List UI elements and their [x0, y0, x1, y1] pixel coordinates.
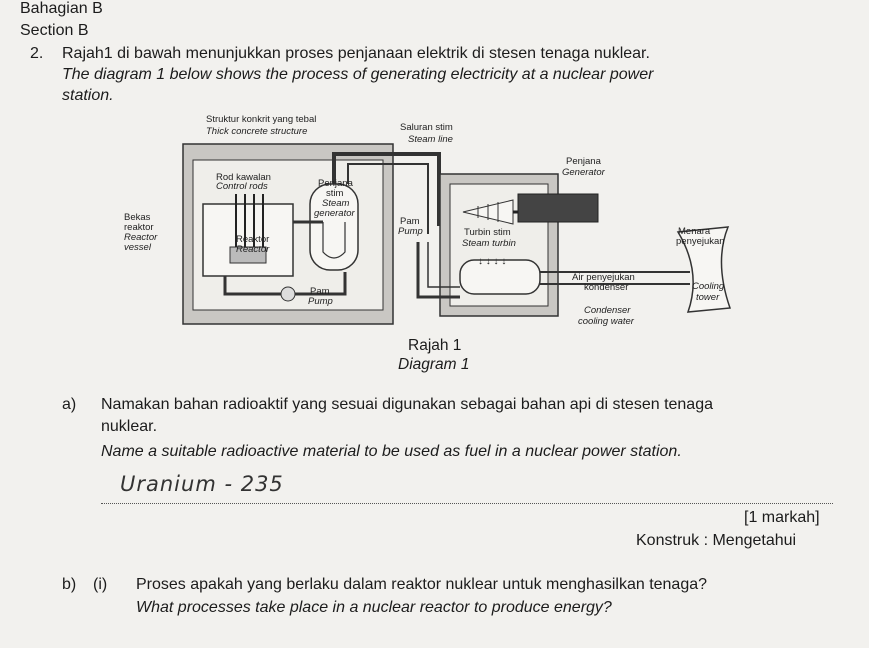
- generator-shape: [517, 193, 599, 223]
- label-sg-ms-1: Penjana: [318, 178, 354, 189]
- label-tower-ms-1: Menara: [678, 226, 711, 237]
- label-pump2-en: Pump: [398, 226, 423, 237]
- label-structure-ms: Struktur konkrit yang tebal: [206, 114, 316, 125]
- part-b-question-ms: Proses apakah yang berlaku dalam reaktor…: [136, 576, 708, 593]
- label-generator-ms: Penjana: [566, 156, 602, 167]
- cooling-tower-shape: [676, 226, 732, 313]
- part-a-question-ms-line1: Namakan bahan radioaktif yang sesuai dig…: [101, 396, 713, 413]
- label-turbine-ms: Turbin stim: [464, 227, 511, 238]
- question-intro-en-line1: The diagram 1 below shows the process of…: [62, 66, 654, 83]
- label-pump1-en: Pump: [308, 296, 333, 307]
- question-number: 2.: [30, 45, 44, 62]
- label-tower-en-1: Cooling: [692, 281, 725, 292]
- label-sg-ms-2: stim: [326, 188, 344, 199]
- label-tower-en-2: tower: [696, 292, 720, 303]
- label-condenser-en-2: cooling water: [578, 316, 635, 327]
- diagram-caption-en: Diagram 1: [398, 356, 470, 373]
- primary-pump-shape: [280, 286, 296, 302]
- label-vessel-en-2: vessel: [124, 242, 152, 253]
- condenser-shape: [459, 259, 541, 295]
- section-title-ms: Bahagian B: [20, 0, 103, 17]
- label-pump1-ms: Pam: [310, 286, 330, 297]
- label-generator-en: Generator: [562, 167, 606, 178]
- label-reactor-en: Reactor: [236, 244, 270, 255]
- label-rods-en: Control rods: [216, 181, 268, 192]
- steam-generator-coil: [322, 222, 346, 259]
- label-reactor-ms: Reaktor: [236, 234, 269, 245]
- label-pump2-ms: Pam: [400, 216, 420, 227]
- label-steamline-ms: Saluran stim: [400, 122, 453, 133]
- handwritten-answer: Uranium - 235: [120, 472, 284, 496]
- feedwater-pipe: [416, 242, 460, 299]
- steam-line-return: [347, 163, 429, 234]
- label-vessel-ms-2: reaktor: [124, 222, 154, 233]
- part-a-question-ms-line2: nuklear.: [101, 418, 158, 435]
- part-b-sub-label: (i): [93, 576, 108, 593]
- label-vessel-ms-1: Bekas: [124, 212, 151, 223]
- part-a-label: a): [62, 396, 77, 413]
- question-intro-en-line2: station.: [62, 87, 114, 104]
- part-b-label: b): [62, 576, 77, 593]
- part-a-question-en: Name a suitable radioactive material to …: [101, 443, 682, 460]
- nuclear-power-station-diagram: ↓ ↓ ↓ ↓ Struktur konkrit yang tebal Thic…: [124, 114, 732, 327]
- marks-label: [1 markah]: [744, 509, 820, 526]
- label-structure-en: Thick concrete structure: [206, 126, 307, 137]
- reactor-vessel-shape: [202, 203, 294, 277]
- label-condenser-en-1: Condenser: [584, 305, 631, 316]
- label-turbine-en: Steam turbin: [462, 238, 516, 249]
- label-tower-ms-2: penyejukan: [676, 236, 725, 247]
- label-sg-en-1: Steam: [322, 198, 350, 209]
- construct-label: Konstruk : Mengetahui: [636, 532, 797, 549]
- diagram-caption-ms: Rajah 1: [408, 337, 462, 354]
- label-condenser-ms-1: Air penyejukan: [572, 272, 635, 283]
- reactor-core: [229, 246, 267, 264]
- svg-text:↓ ↓ ↓ ↓: ↓ ↓ ↓ ↓: [478, 256, 506, 267]
- label-steamline-en: Steam line: [408, 134, 453, 145]
- label-rods-ms: Rod kawalan: [216, 172, 271, 183]
- answer-line: [101, 503, 833, 504]
- question-intro-ms: Rajah1 di bawah menunjukkan proses penja…: [62, 45, 650, 62]
- part-b-question-en: What processes take place in a nuclear r…: [136, 599, 612, 616]
- label-sg-en-2: generator: [314, 208, 356, 219]
- label-condenser-ms-2: kondenser: [584, 282, 628, 293]
- label-vessel-en-1: Reactor: [124, 232, 158, 243]
- section-title-en: Section B: [20, 22, 89, 39]
